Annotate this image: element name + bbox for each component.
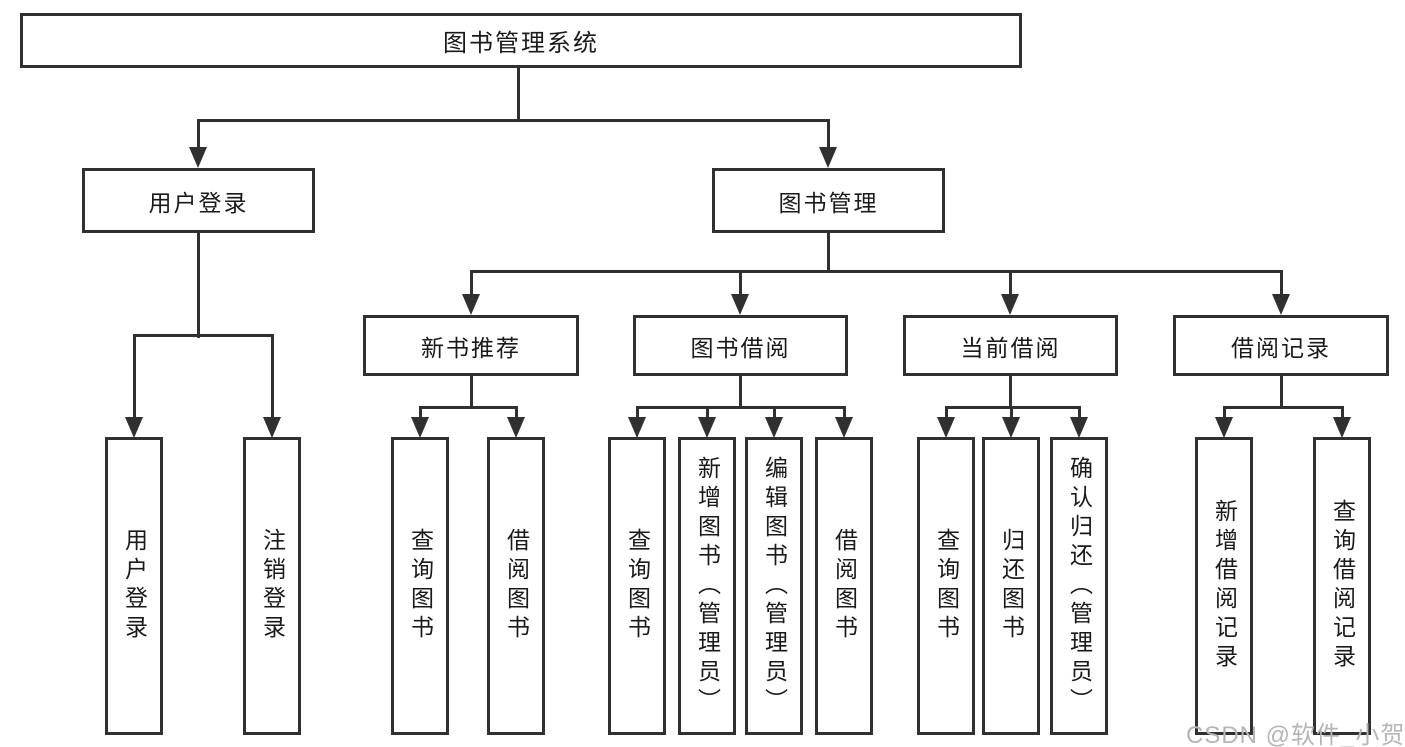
connector-to-borrowing-records (1280, 273, 1283, 296)
connector-book-borrowing-bar (636, 406, 846, 409)
node-leaf-user-login: 用户登录 (105, 437, 163, 735)
arrowhead-down-icon (835, 417, 853, 438)
node-label: 图书管理系统 (443, 30, 599, 57)
node-book-borrowing: 图书借阅 (633, 315, 848, 376)
arrowhead-down-icon (819, 147, 837, 168)
node-label: 图书借阅 (690, 334, 791, 361)
connector-current-borrowing-stem (1009, 376, 1012, 409)
node-leaf-bb-query-books: 查询图书 (608, 437, 666, 735)
node-leaf-bb-add-books: 新增图书（管理员） (678, 437, 736, 735)
connector-level1-bar (197, 119, 830, 122)
connector-new-book-recommend-bar (419, 406, 518, 409)
node-label: 当前借阅 (960, 334, 1061, 361)
arrowhead-down-icon (765, 417, 783, 438)
node-label: 查询图书 (624, 528, 651, 644)
arrowhead-down-icon (411, 417, 429, 438)
connector-current-borrowing-bar (945, 406, 1081, 409)
node-user-login: 用户登录 (82, 168, 315, 233)
arrowhead-down-icon (1002, 417, 1020, 438)
connector-root-stem (517, 68, 520, 122)
node-leaf-cb-return-books: 归还图书 (982, 437, 1040, 735)
node-current-borrowing: 当前借阅 (903, 315, 1118, 376)
arrowhead-down-icon (1070, 417, 1088, 438)
node-label: 用户登录 (148, 189, 249, 216)
connector-user-login-stem (197, 233, 200, 338)
connector-to-book-borrowing (739, 273, 742, 296)
connector-to-new-book-recommend (470, 273, 473, 296)
node-label: 查询借阅记录 (1329, 499, 1356, 673)
node-label: 借阅图书 (503, 528, 530, 644)
connector-leaf-stem (271, 337, 274, 422)
arrowhead-down-icon (1001, 294, 1019, 315)
node-label: 确认归还（管理员） (1066, 455, 1093, 717)
node-label: 用户登录 (121, 528, 148, 644)
connector-borrowing-records-bar (1223, 406, 1344, 409)
connector-leaf-stem (133, 337, 136, 422)
node-label: 借阅图书 (831, 528, 858, 644)
arrowhead-down-icon (1333, 417, 1351, 438)
node-leaf-logout-login: 注销登录 (243, 437, 301, 735)
node-new-book-recommend: 新书推荐 (363, 315, 579, 376)
node-leaf-cb-confirm-return: 确认归还（管理员） (1050, 437, 1108, 735)
node-leaf-nbr-query-books: 查询图书 (391, 437, 449, 735)
node-label: 查询图书 (407, 528, 434, 644)
node-label: 查询图书 (933, 528, 960, 644)
arrowhead-down-icon (125, 417, 143, 438)
connector-new-book-recommend-stem (470, 376, 473, 409)
node-label: 归还图书 (998, 528, 1025, 644)
connector-to-book-management (827, 121, 830, 150)
node-leaf-br-add-record: 新增借阅记录 (1195, 437, 1253, 735)
arrowhead-down-icon (189, 147, 207, 168)
connector-leaf-stem (1341, 408, 1344, 422)
connector-leaf-stem (1078, 408, 1081, 422)
node-leaf-br-query-record: 查询借阅记录 (1313, 437, 1371, 735)
connector-to-current-borrowing (1009, 273, 1012, 296)
node-label: 编辑图书（管理员） (761, 455, 788, 717)
node-label: 新书推荐 (421, 334, 521, 361)
arrowhead-down-icon (731, 294, 749, 315)
connector-leaf-stem (945, 408, 948, 422)
connector-borrowing-records-stem (1280, 376, 1283, 409)
connector-to-user-login (197, 121, 200, 150)
arrowhead-down-icon (1272, 294, 1290, 315)
connector-leaf-stem (1010, 408, 1013, 422)
connector-level2-bar (470, 270, 1283, 273)
arrowhead-down-icon (937, 417, 955, 438)
connector-user-login-bar (133, 334, 274, 337)
connector-leaf-stem (843, 408, 846, 422)
arrowhead-down-icon (263, 417, 281, 438)
connector-leaf-stem (1223, 408, 1226, 422)
connector-book-borrowing-stem (739, 376, 742, 409)
node-label: 新增借阅记录 (1211, 499, 1238, 673)
node-label: 借阅记录 (1231, 334, 1331, 361)
watermark-text: CSDN @软件_小贺同学 (1186, 722, 1405, 747)
node-book-management: 图书管理 (712, 168, 945, 233)
connector-book-management-stem (827, 233, 830, 273)
node-leaf-bb-borrow-books: 借阅图书 (815, 437, 873, 735)
node-leaf-cb-query-books: 查询图书 (917, 437, 975, 735)
node-borrowing-records: 借阅记录 (1173, 315, 1389, 376)
connector-leaf-stem (773, 408, 776, 422)
arrowhead-down-icon (698, 417, 716, 438)
node-leaf-nbr-borrow-books: 借阅图书 (487, 437, 545, 735)
connector-leaf-stem (515, 408, 518, 422)
connector-leaf-stem (636, 408, 639, 422)
node-label: 注销登录 (259, 528, 286, 644)
arrowhead-down-icon (462, 294, 480, 315)
node-leaf-bb-edit-books: 编辑图书（管理员） (745, 437, 803, 735)
connector-leaf-stem (419, 408, 422, 422)
node-root: 图书管理系统 (20, 13, 1022, 68)
node-label: 图书管理 (778, 189, 879, 216)
arrowhead-down-icon (628, 417, 646, 438)
arrowhead-down-icon (507, 417, 525, 438)
node-label: 新增图书（管理员） (694, 455, 721, 717)
connector-leaf-stem (706, 408, 709, 422)
arrowhead-down-icon (1215, 417, 1233, 438)
